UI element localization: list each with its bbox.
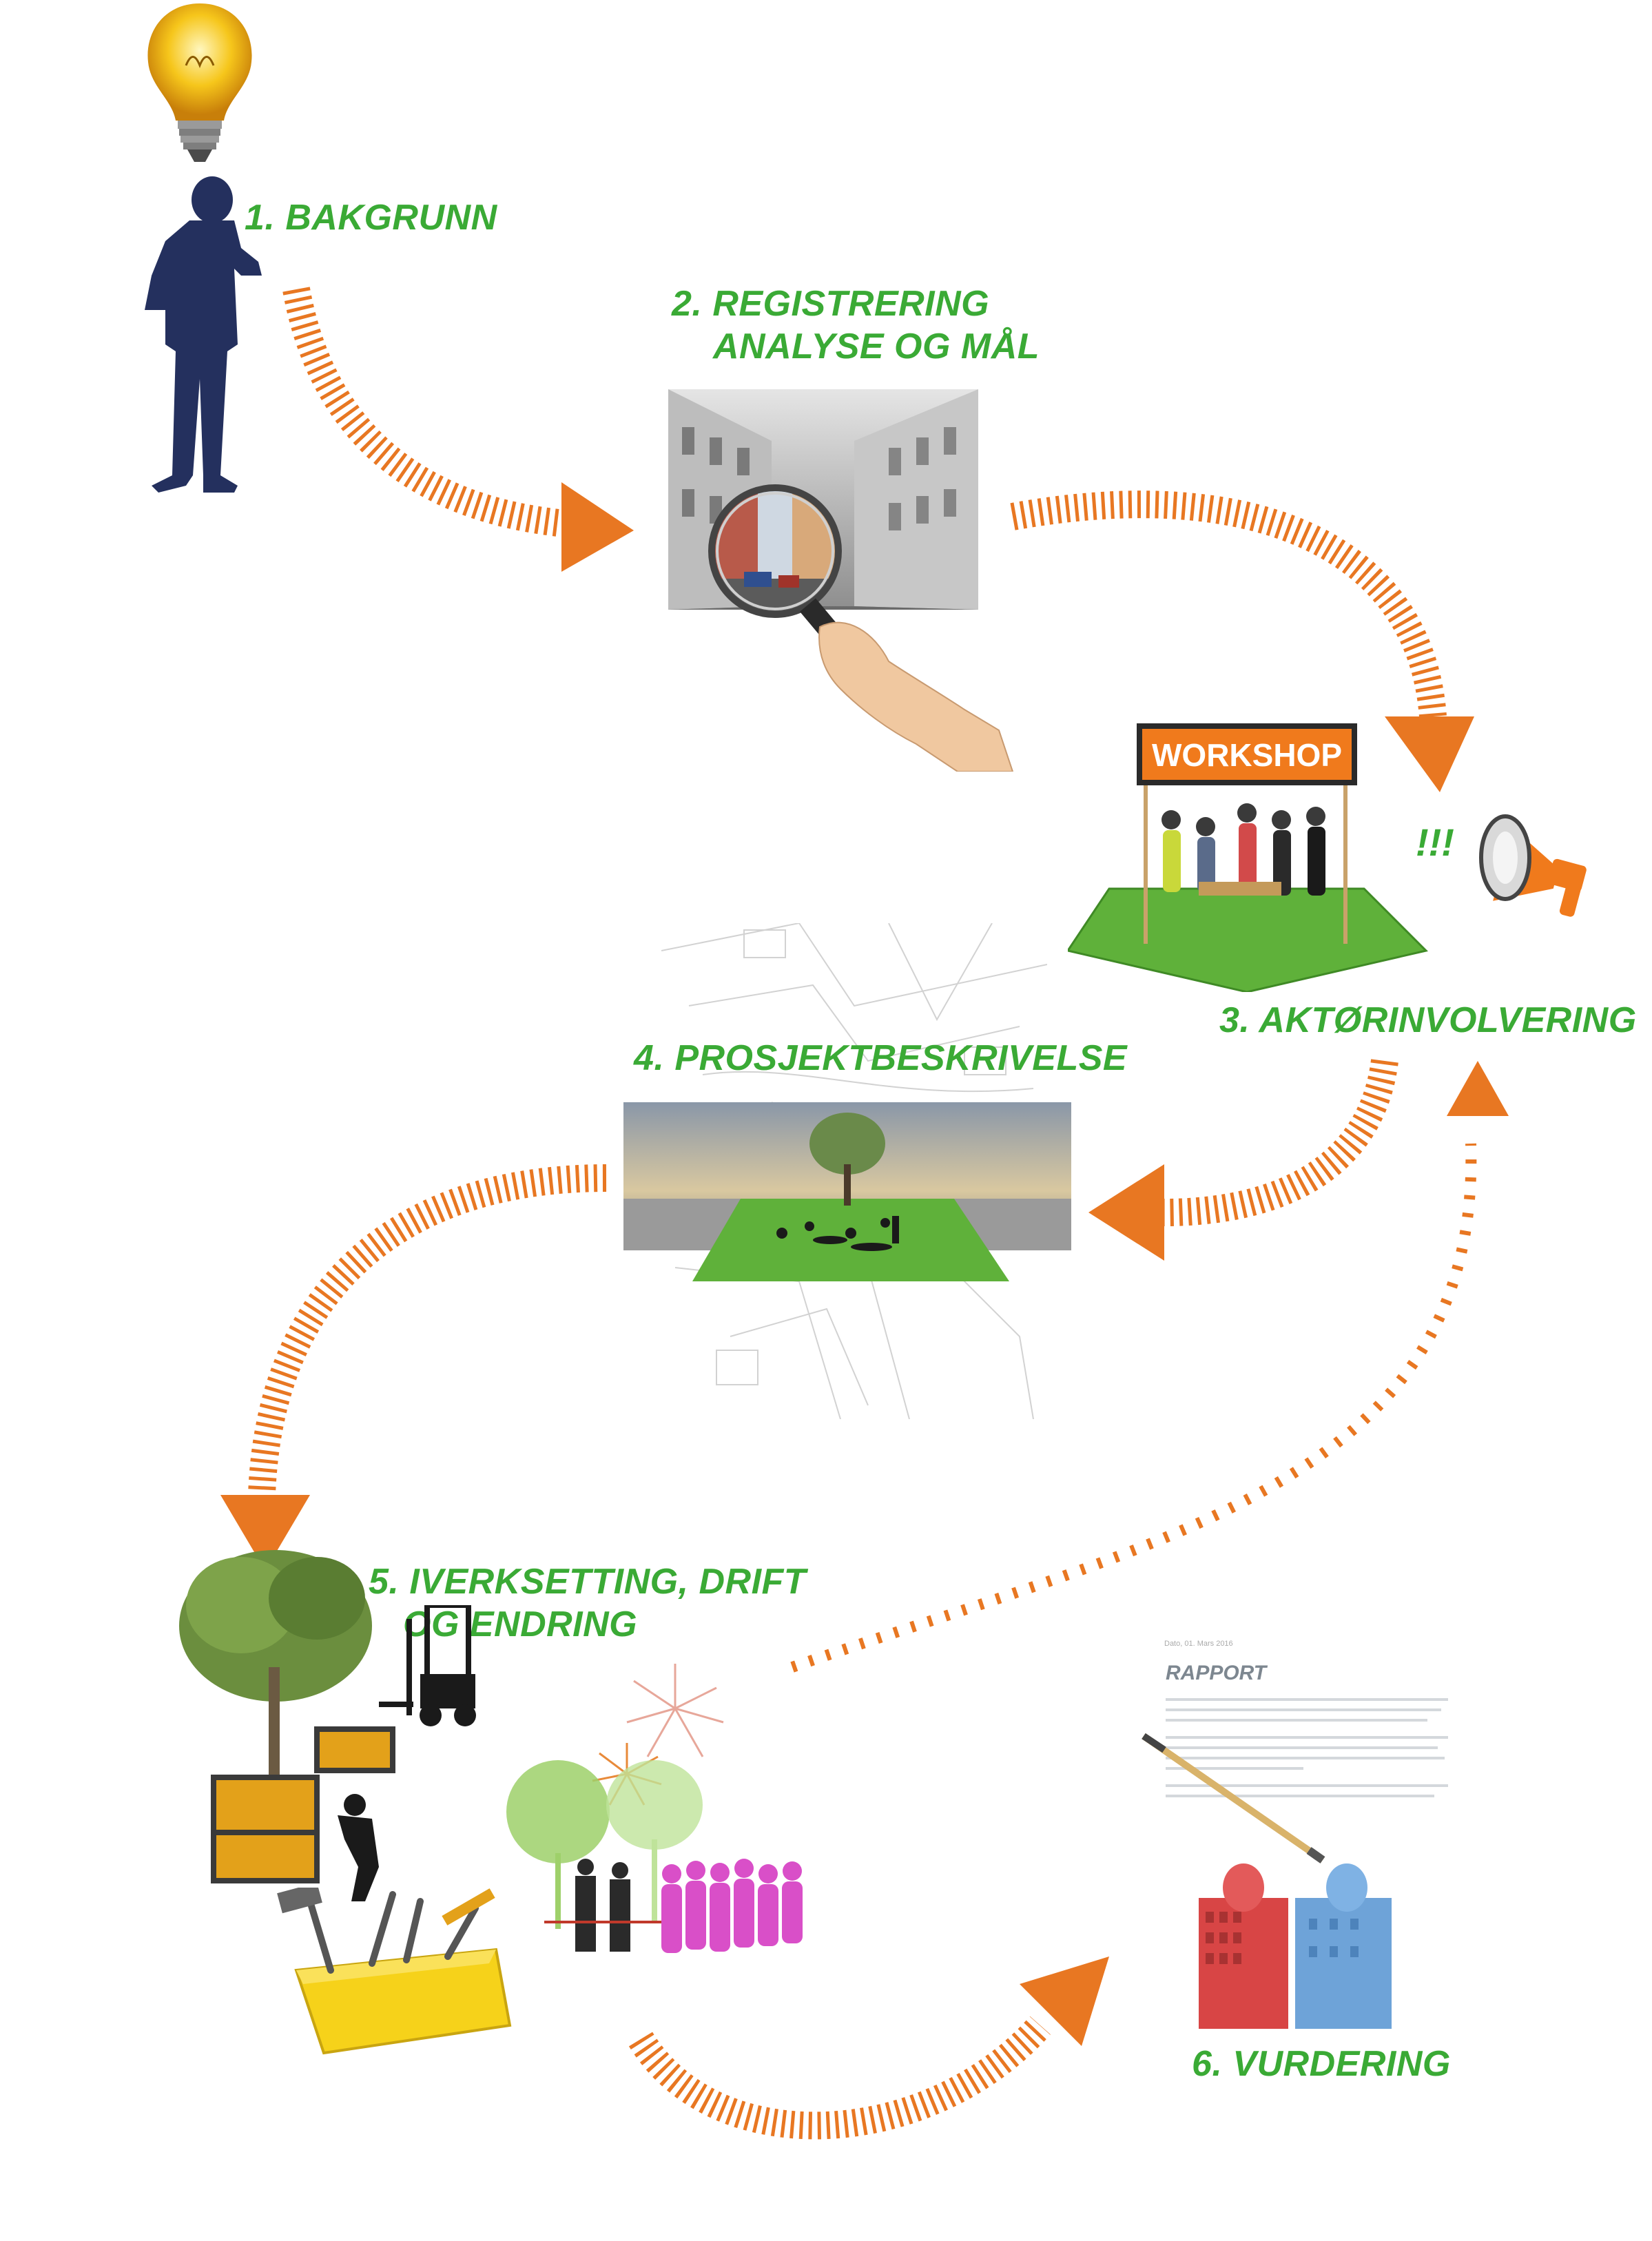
celebration-scene [506, 1760, 803, 1953]
arrowhead-5-to-3 [1447, 1061, 1509, 1116]
arrow-4-to-5 [248, 1164, 607, 1496]
report-text-line [1166, 1784, 1448, 1787]
step-5-title-line1: 5. IVERKSETTING, DRIFT [369, 1562, 807, 1602]
forklift-icon [379, 1605, 476, 1726]
step-3-label: 3. AKTØRINVOLVERING [1219, 999, 1637, 1042]
person-reading-silhouette [145, 176, 262, 493]
arrow-5-to-6 [628, 2016, 1051, 2140]
report-text-line [1166, 1746, 1438, 1749]
report-title: RAPPORT [1166, 1662, 1267, 1684]
implementation-scene-left [179, 1550, 395, 1901]
step-5-title-line2: OG ENDRING [403, 1604, 638, 1644]
arrow-1-to-2 [282, 287, 566, 537]
report-text-line [1166, 1719, 1427, 1722]
step-2-title-line2: ANALYSE OG MÅL [713, 327, 1040, 366]
step-2-title-line1: 2. REGISTRERING [672, 284, 990, 324]
report-date: Dato, 01. Mars 2016 [1164, 1640, 1233, 1648]
megaphone-icon [1479, 814, 1587, 917]
report-text-line [1166, 1708, 1441, 1711]
step-4-label: 4. PROSJEKTBESKRIVELSE [634, 1037, 1127, 1080]
arrowhead-4-to-5 [220, 1495, 310, 1571]
arrowhead-2-to-3 [1385, 716, 1474, 792]
project-visualization [623, 1102, 1071, 1281]
arrowhead-3-to-4 [1088, 1164, 1164, 1261]
lightbulb-icon [147, 3, 252, 162]
step-3-title: 3. AKTØRINVOLVERING [1219, 1000, 1637, 1040]
report-text-line [1166, 1698, 1448, 1701]
toolbox-icon [277, 1888, 512, 2055]
arrowhead-1-to-2 [561, 482, 634, 572]
workshop-banner-text: WORKSHOP [1152, 737, 1342, 773]
report-text-line [1166, 1795, 1434, 1797]
step-6-label: 6. VURDERING [1192, 2043, 1451, 2085]
report-text-line [1166, 1757, 1445, 1759]
step-6-title: 6. VURDERING [1192, 2044, 1451, 2084]
step-4-title: 4. PROSJEKTBESKRIVELSE [634, 1038, 1128, 1078]
step-1-label: 1. BAKGRUNN [245, 196, 497, 239]
report-text-line [1166, 1736, 1448, 1739]
step-2-label: 2. REGISTRERING ANALYSE OG MÅL [672, 282, 1040, 368]
arrow-3-to-4 [1164, 1059, 1398, 1226]
step-5-label: 5. IVERKSETTING, DRIFT OG ENDRING [369, 1560, 806, 1646]
workshop-scene: WORKSHOP [1068, 723, 1428, 992]
report-document: Dato, 01. Mars 2016 RAPPORT [1144, 1633, 1488, 1867]
arrow-5-to-3-feedback [790, 1143, 1477, 1673]
step-1-title: 1. BAKGRUNN [245, 198, 497, 238]
street-photo-with-magnifier [668, 389, 1014, 772]
exclamation-marks: !!! [1416, 820, 1454, 864]
arrow-2-to-3 [1010, 490, 1447, 718]
evaluation-scene [1199, 1863, 1392, 2029]
fireworks-icon [626, 1664, 724, 1757]
arrowhead-5-to-6 [1020, 1956, 1109, 2046]
report-text-line [1166, 1767, 1303, 1770]
pencil-icon [1142, 1733, 1325, 1863]
